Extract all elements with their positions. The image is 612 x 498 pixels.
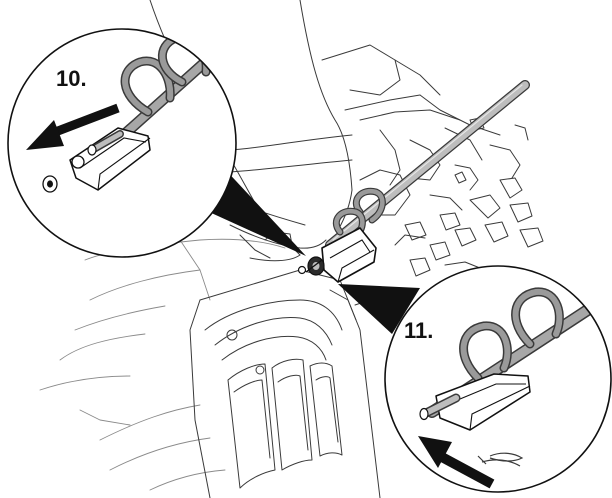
main-bracket-assembly	[297, 187, 386, 283]
callout-10: 10.	[7, 28, 237, 258]
step-label-10: 10.	[56, 66, 87, 91]
cotter-pin-icon	[477, 455, 487, 465]
step-label-11: 11.	[404, 318, 433, 343]
arrow-left-icon	[48, 103, 120, 139]
arrow-right-icon	[437, 451, 495, 489]
arrow-left-icon-head	[26, 120, 64, 150]
callout-pointers	[196, 166, 420, 334]
callout-pointer-11	[338, 284, 420, 334]
arrow-right-icon-head	[418, 436, 452, 468]
callout-11: 11.	[384, 265, 612, 493]
